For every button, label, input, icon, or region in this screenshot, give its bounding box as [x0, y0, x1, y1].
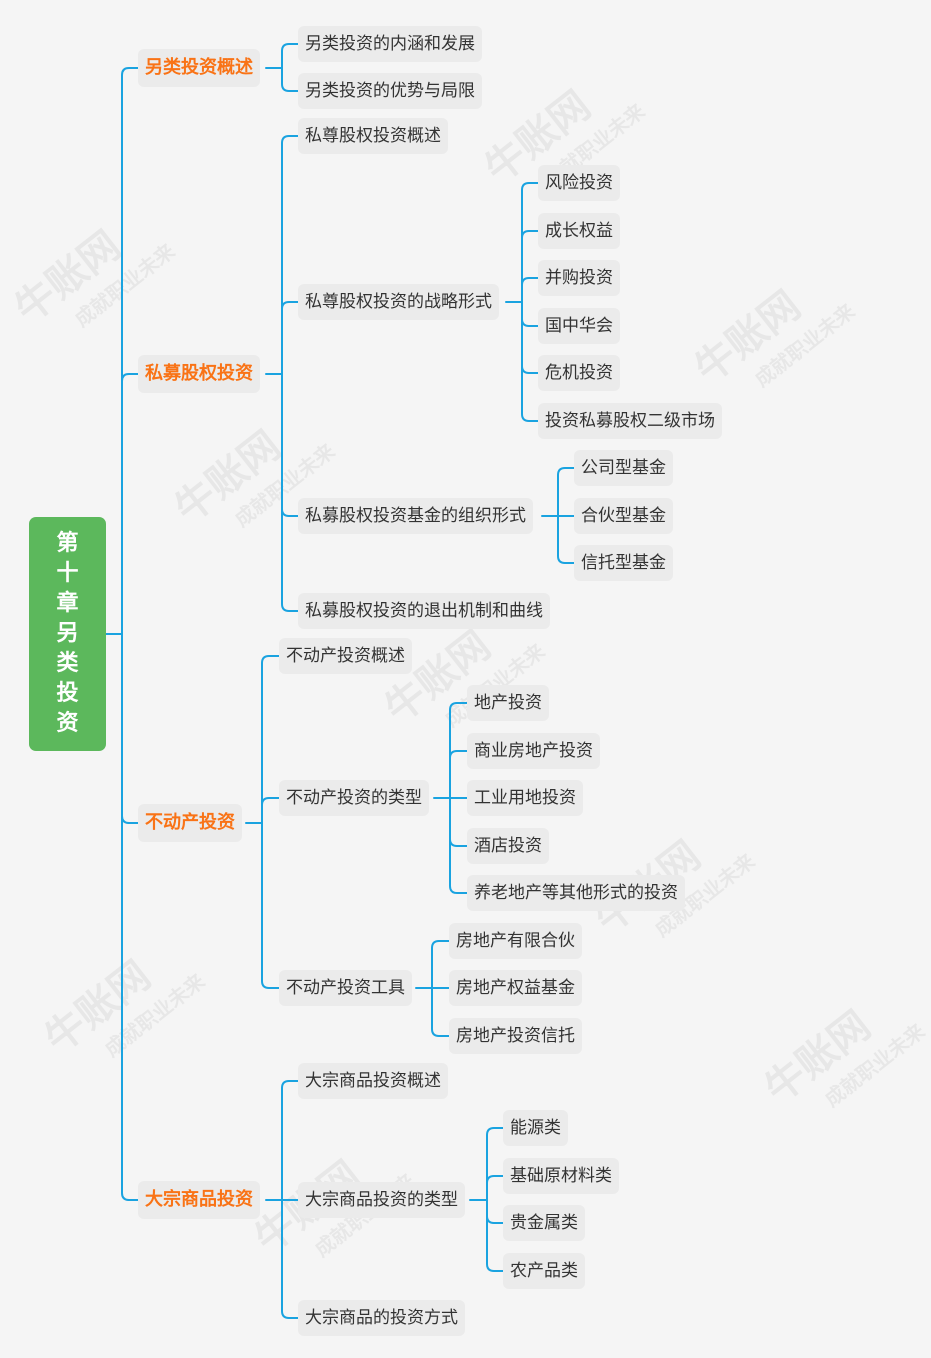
connector-path	[505, 182, 539, 422]
connector-path	[265, 135, 299, 612]
leaf-node[interactable]: 危机投资	[538, 355, 620, 391]
branch-commodities[interactable]: 大宗商品投资	[138, 1181, 260, 1219]
connector-path	[265, 1080, 299, 1319]
root-title-char: 资	[56, 711, 79, 736]
root-title-char: 章	[56, 591, 79, 616]
topic-node[interactable]: 另类投资的优势与局限	[298, 73, 482, 109]
branch-real-estate[interactable]: 不动产投资	[138, 804, 242, 842]
root-title-char: 投	[56, 681, 79, 706]
connector-path	[245, 655, 280, 989]
connector-path	[265, 43, 299, 92]
root-node[interactable]: 第十章另类投资	[29, 517, 106, 751]
topic-node[interactable]: 不动产投资工具	[279, 970, 412, 1006]
connector-path	[469, 1127, 504, 1272]
root-title-char: 十	[56, 561, 79, 586]
leaf-node[interactable]: 贵金属类	[503, 1205, 585, 1241]
leaf-node[interactable]: 成长权益	[538, 213, 620, 249]
leaf-node[interactable]: 基础原材料类	[503, 1158, 619, 1194]
connector-path	[105, 67, 139, 1201]
branch-alternative-overview[interactable]: 另类投资概述	[138, 49, 260, 87]
leaf-node[interactable]: 信托型基金	[574, 545, 673, 581]
root-title-char: 另	[56, 621, 79, 646]
leaf-node[interactable]: 养老地产等其他形式的投资	[467, 875, 685, 911]
leaf-node[interactable]: 风险投资	[538, 165, 620, 201]
leaf-node[interactable]: 工业用地投资	[467, 780, 583, 816]
leaf-node[interactable]: 并购投资	[538, 260, 620, 296]
leaf-node[interactable]: 公司型基金	[574, 450, 673, 486]
leaf-node[interactable]: 房地产有限合伙	[449, 923, 582, 959]
leaf-node[interactable]: 合伙型基金	[574, 498, 673, 534]
topic-node[interactable]: 大宗商品的投资方式	[298, 1300, 465, 1336]
topic-node[interactable]: 私尊股权投资概述	[298, 118, 448, 154]
topic-node[interactable]: 大宗商品投资的类型	[298, 1182, 465, 1218]
topic-node[interactable]: 另类投资的内涵和发展	[298, 26, 482, 62]
leaf-node[interactable]: 商业房地产投资	[467, 733, 600, 769]
topic-node[interactable]: 私募股权投资的退出机制和曲线	[298, 593, 550, 629]
root-title-char: 第	[56, 531, 79, 556]
leaf-node[interactable]: 地产投资	[467, 685, 549, 721]
topic-node[interactable]: 不动产投资的类型	[279, 780, 429, 816]
connector-path	[415, 940, 450, 1037]
topic-node[interactable]: 私募股权投资基金的组织形式	[298, 498, 533, 534]
leaf-node[interactable]: 酒店投资	[467, 828, 549, 864]
leaf-node[interactable]: 农产品类	[503, 1253, 585, 1289]
connector-path	[541, 467, 575, 564]
branch-private-equity[interactable]: 私募股权投资	[138, 355, 260, 393]
leaf-node[interactable]: 房地产权益基金	[449, 970, 582, 1006]
topic-node[interactable]: 不动产投资概述	[279, 638, 412, 674]
topic-node[interactable]: 私尊股权投资的战略形式	[298, 284, 499, 320]
root-title-char: 类	[56, 651, 79, 676]
leaf-node[interactable]: 能源类	[503, 1110, 568, 1146]
leaf-node[interactable]: 房地产投资信托	[449, 1018, 582, 1054]
connector-path	[433, 702, 468, 894]
leaf-node[interactable]: 投资私募股权二级市场	[538, 403, 722, 439]
topic-node[interactable]: 大宗商品投资概述	[298, 1063, 448, 1099]
leaf-node[interactable]: 国中华会	[538, 308, 620, 344]
